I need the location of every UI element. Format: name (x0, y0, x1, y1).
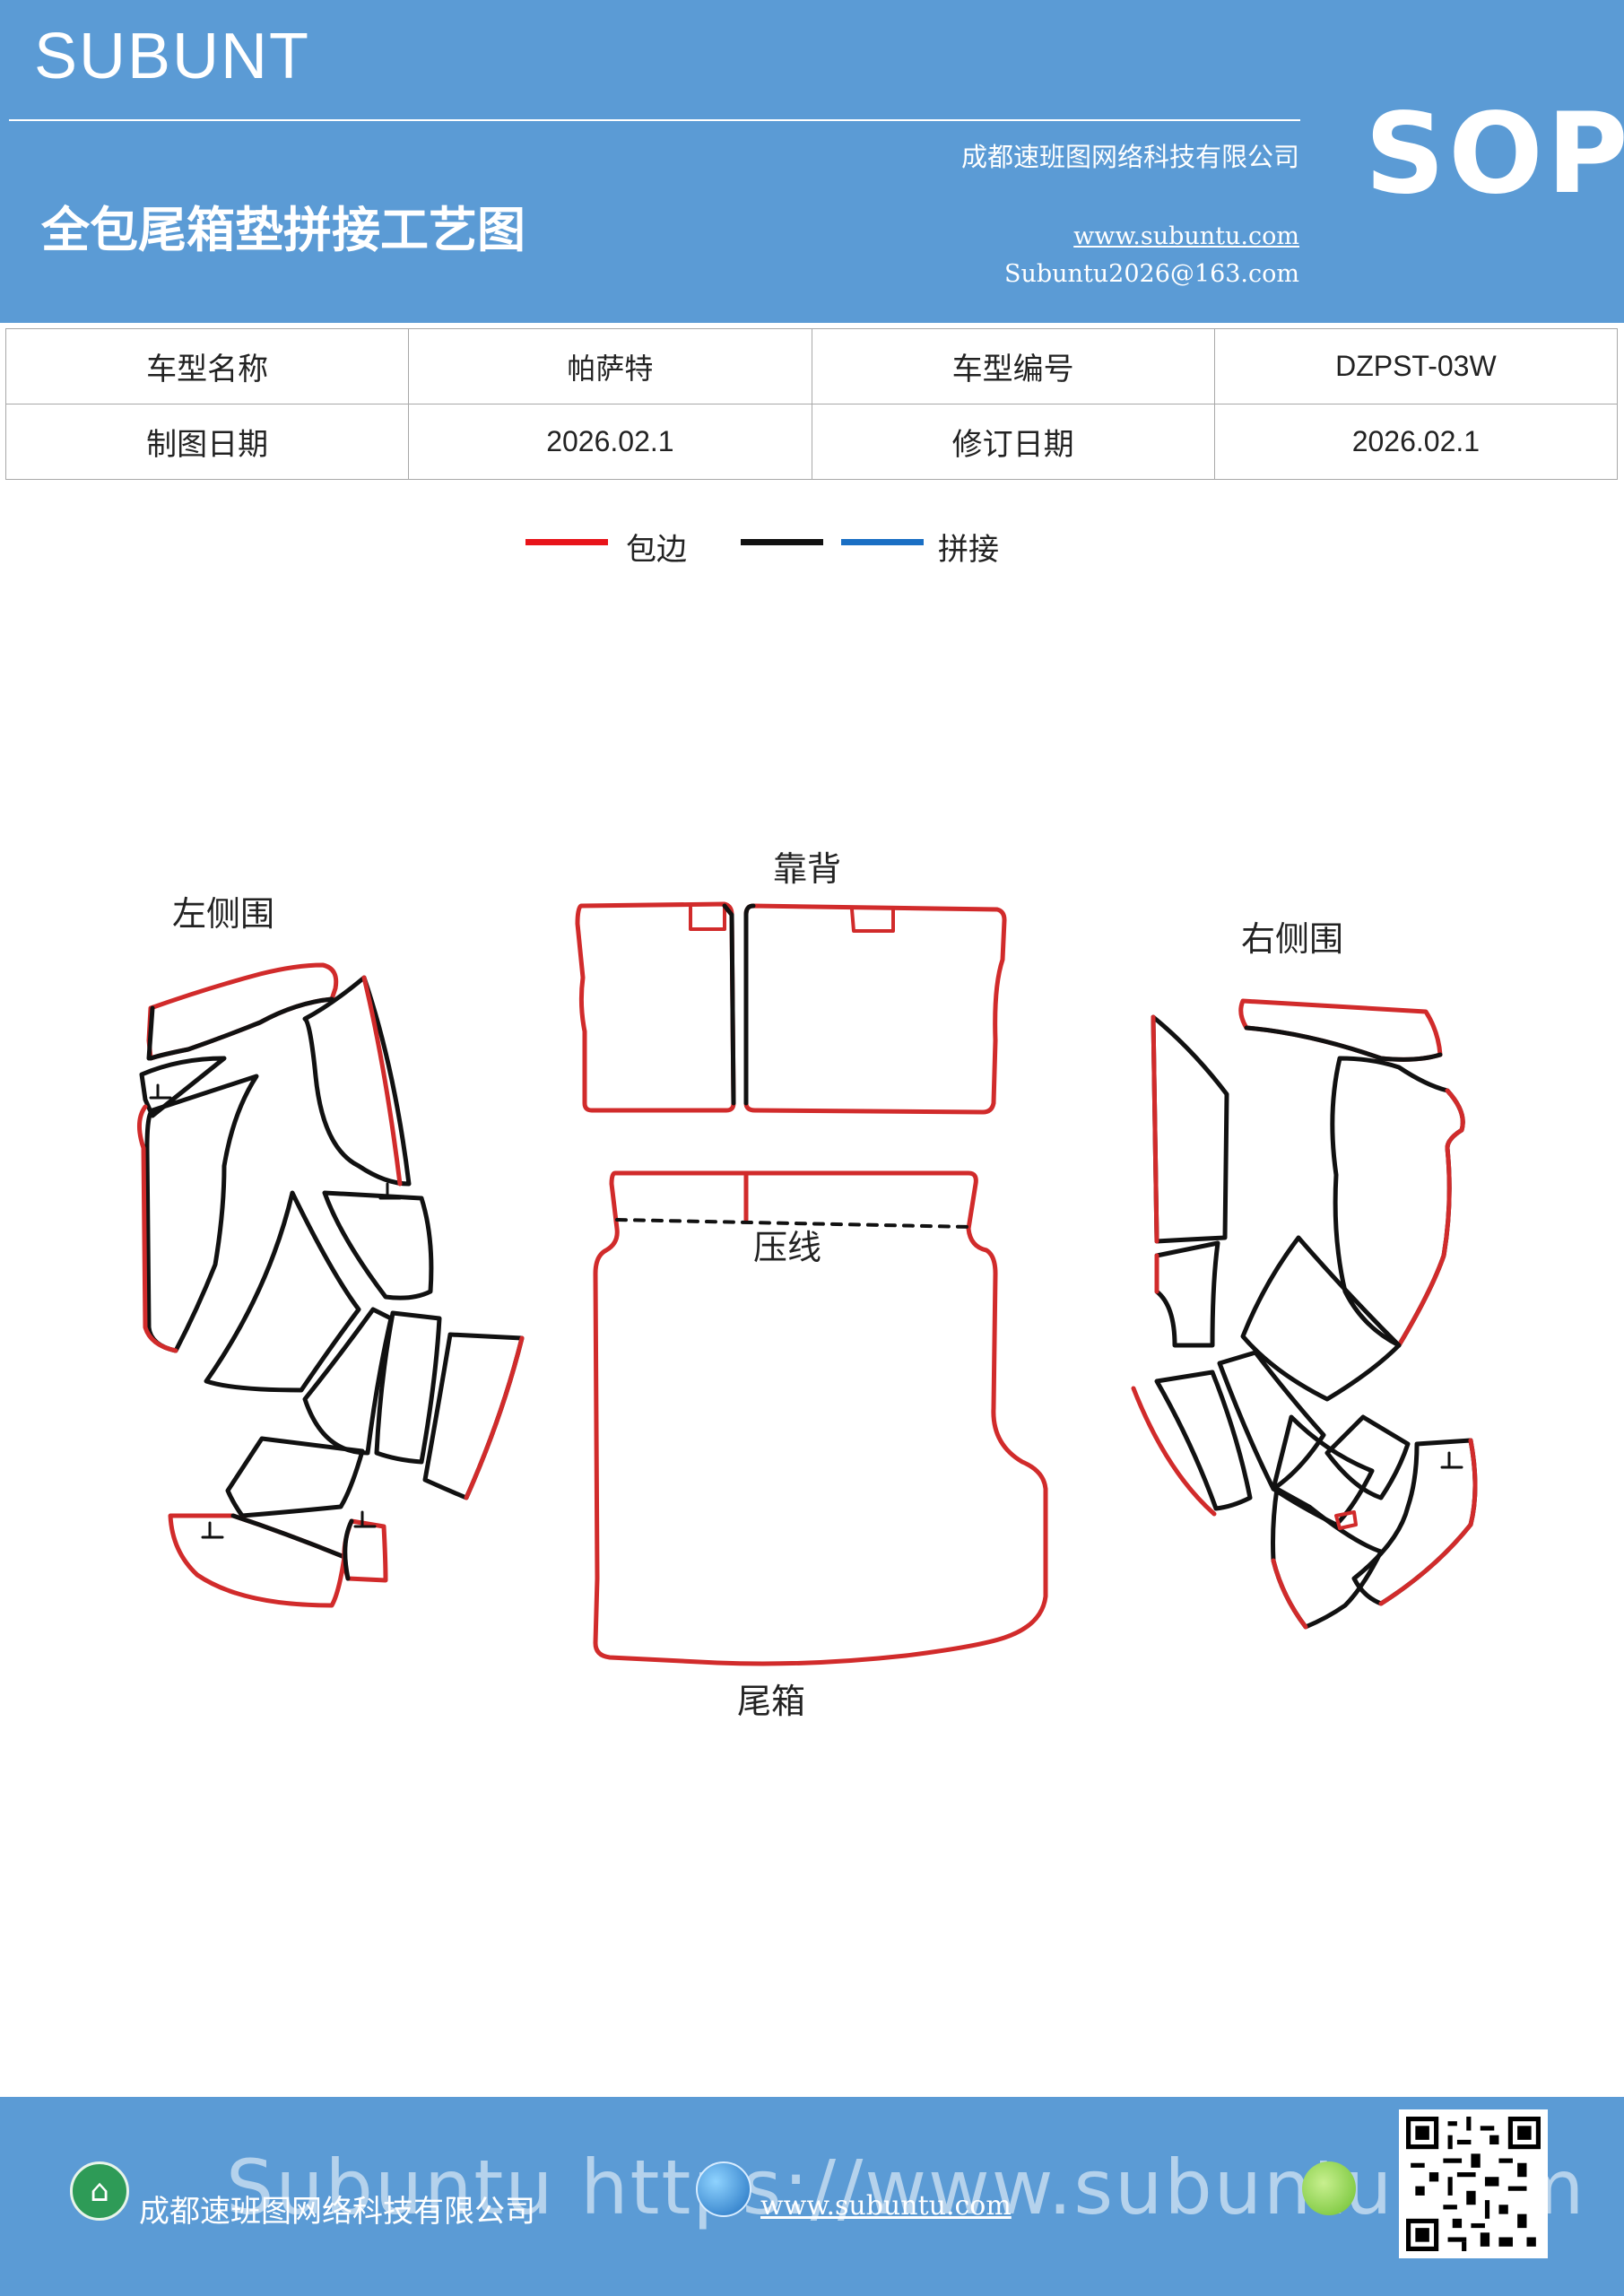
footer-company: 成都速班图网络科技有限公司 (139, 2194, 535, 2230)
header-website-link[interactable]: www.subuntu.com (1073, 222, 1299, 250)
qr-code[interactable] (1399, 2109, 1548, 2258)
building-icon: ⌂ (70, 2161, 129, 2221)
plant-icon (1302, 2161, 1356, 2215)
qr-code-graphic (1406, 2117, 1541, 2251)
label-revision-date: 修订日期 (811, 404, 1215, 480)
backrest-right-piece (743, 903, 1007, 1115)
mat-pieces-svg: 左侧围 靠背 右侧围 压线 尾箱 (137, 849, 1478, 1721)
table-row: 制图日期 2026.02.1 修订日期 2026.02.1 (4, 404, 1619, 480)
header-company: 成都速班图网络科技有限公司 (960, 142, 1299, 172)
legend-seam-line-black (741, 539, 823, 545)
label-model-code: 车型编号 (811, 328, 1215, 404)
right-side-panel (1131, 998, 1478, 1630)
header-band: SUBUNT 全包尾箱垫拼接工艺图 成都速班图网络科技有限公司 www.subu… (0, 0, 1624, 323)
direction-marks (149, 1083, 1463, 1539)
label-draw-date: 制图日期 (4, 404, 410, 480)
footer-website-link[interactable]: www.subuntu.com (760, 2190, 1012, 2222)
label-press-line: 压线 (753, 1228, 821, 1267)
label-backrest: 靠背 (773, 849, 841, 889)
document-title: 全包尾箱垫拼接工艺图 (41, 202, 525, 258)
vehicle-info-table: 车型名称 帕萨特 车型编号 DZPST-03W 制图日期 2026.02.1 修… (4, 328, 1619, 480)
header-email: Subuntu2026@163.com (1004, 260, 1299, 288)
brand-name: SUBUNT (34, 21, 311, 92)
value-draw-date: 2026.02.1 (408, 404, 812, 480)
line-legend: 包边 拼接 (0, 525, 1624, 578)
legend-seam-label: 拼接 (938, 532, 999, 568)
legend-seam-line-blue (841, 539, 924, 545)
legend-edge-label: 包边 (626, 532, 687, 568)
header-divider (9, 119, 1300, 121)
value-model-code: DZPST-03W (1213, 328, 1619, 404)
mat-layout-diagram: 左侧围 靠背 右侧围 压线 尾箱 (0, 789, 1624, 1758)
left-side-panel (137, 962, 525, 1608)
footer-band: Subuntu https://www.subuntu.com ⌂ 成都速班图网… (0, 2097, 1624, 2296)
trunk-floor-piece (593, 1170, 1048, 1666)
footer-watermark: Subuntu https://www.subuntu.com (226, 2144, 1586, 2231)
sop-badge: SOP (1365, 90, 1624, 219)
label-right-side: 右侧围 (1241, 919, 1343, 959)
value-revision-date: 2026.02.1 (1213, 404, 1619, 480)
label-left-side: 左侧围 (172, 894, 274, 934)
label-trunk: 尾箱 (737, 1682, 805, 1721)
backrest-left-piece (575, 901, 736, 1113)
label-model-name: 车型名称 (4, 328, 410, 404)
value-model-name: 帕萨特 (408, 328, 812, 404)
table-row: 车型名称 帕萨特 车型编号 DZPST-03W (4, 328, 1619, 404)
legend-edge-line (525, 539, 608, 545)
globe-icon (696, 2161, 751, 2217)
